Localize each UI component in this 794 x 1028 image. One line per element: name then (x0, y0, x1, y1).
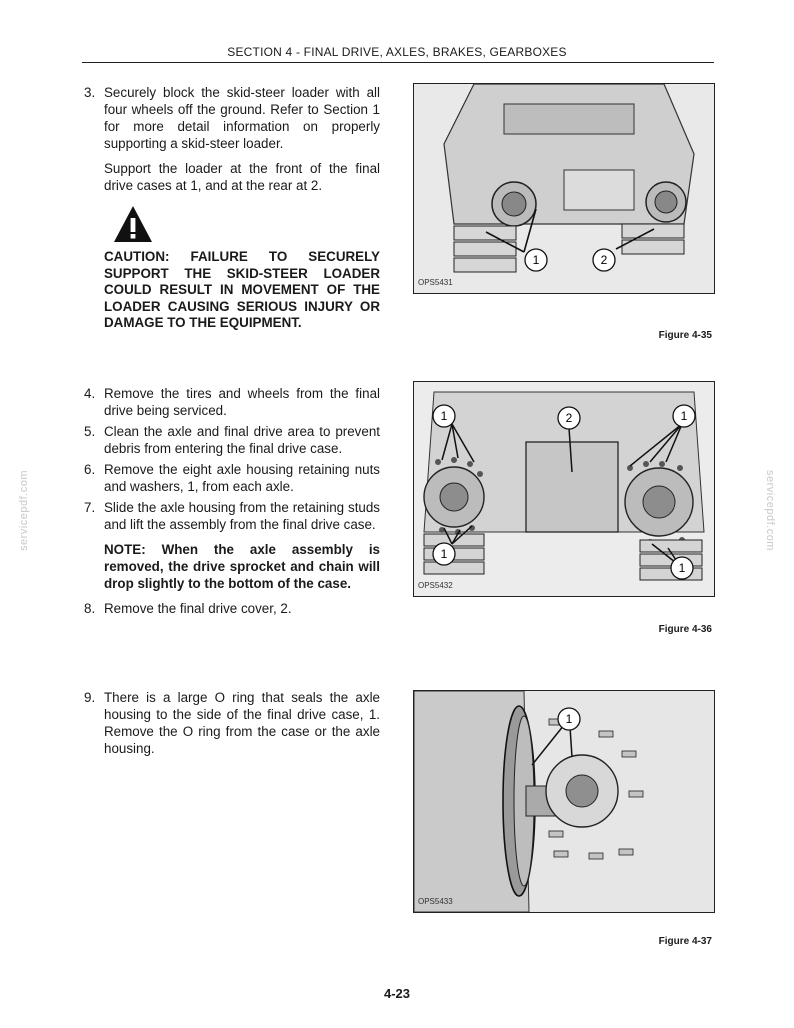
callout-marker: 1 (672, 404, 696, 428)
step-number: 6. (84, 462, 96, 477)
callout-marker: 2 (592, 248, 616, 272)
callout-marker: 1 (670, 556, 694, 580)
svg-text:1: 1 (441, 547, 448, 561)
step-item: 3. Securely block the skid-steer loader … (84, 84, 380, 152)
callout-marker: 2 (557, 406, 581, 430)
step-number: 9. (84, 690, 96, 705)
step-number: 5. (84, 424, 96, 439)
svg-text:1: 1 (441, 409, 448, 423)
figure-code: OPS5433 (418, 897, 453, 906)
step-3-block: 3. Securely block the skid-steer loader … (84, 84, 380, 194)
loader-rear-illustration: 1 2 (414, 84, 714, 293)
figure-caption: Figure 4-35 (658, 330, 712, 341)
step-item: 7. Slide the axle housing from the retai… (84, 499, 380, 533)
figure-4-37-illustration: 1 OPS5433 (413, 690, 715, 913)
note-message: NOTE: When the axle assembly is removed,… (104, 542, 380, 591)
figure-code: OPS5432 (418, 581, 453, 590)
figure-4-35-illustration: 1 2 OPS5431 (413, 83, 715, 294)
step-text: Remove the eight axle housing retaining … (104, 462, 380, 494)
svg-text:1: 1 (679, 561, 686, 575)
callout-marker: 1 (557, 707, 581, 731)
final-drive-cases-illustration: 1 2 1 1 1 (414, 382, 714, 596)
step-number: 3. (84, 85, 96, 100)
callout-marker: 1 (432, 542, 456, 566)
step-text: Clean the axle and final drive area to p… (104, 424, 380, 456)
svg-text:1: 1 (533, 253, 540, 267)
figure-4-36-illustration: 1 2 1 1 1 OPS5432 (413, 381, 715, 597)
steps-4-8-block: 4. Remove the tires and wheels from the … (84, 385, 380, 617)
step-number: 7. (84, 500, 96, 515)
step-text: Remove the final drive cover, 2. (104, 601, 292, 616)
header-divider (82, 62, 714, 63)
step-item: 8. Remove the final drive cover, 2. (84, 600, 380, 617)
figure-caption: Figure 4-37 (658, 936, 712, 947)
svg-text:2: 2 (601, 253, 608, 267)
step-9-block: 9. There is a large O ring that seals th… (84, 689, 380, 757)
callout-marker: 1 (432, 404, 456, 428)
step-text: Slide the axle housing from the retainin… (104, 500, 380, 532)
figure-code: OPS5431 (418, 278, 453, 287)
support-note: Support the loader at the front of the f… (104, 161, 380, 193)
step-item: 4. Remove the tires and wheels from the … (84, 385, 380, 419)
caution-message: CAUTION: FAILURE TO SECURELY SUPPORT THE… (104, 249, 380, 330)
watermark-left: servicepdf.com (18, 470, 30, 551)
page-number: 4-23 (383, 986, 411, 1001)
svg-text:2: 2 (566, 411, 573, 425)
warning-triangle-icon (112, 203, 154, 245)
svg-text:1: 1 (681, 409, 688, 423)
figure-caption: Figure 4-36 (658, 624, 712, 635)
step-number: 8. (84, 601, 96, 616)
step-item: 6. Remove the eight axle housing retaini… (84, 461, 380, 495)
callout-marker: 1 (524, 248, 548, 272)
section-header: SECTION 4 - FINAL DRIVE, AXLES, BRAKES, … (227, 45, 567, 59)
step-text: Securely block the skid-steer loader wit… (104, 85, 380, 151)
step-text: There is a large O ring that seals the a… (104, 690, 380, 756)
step-item: 9. There is a large O ring that seals th… (84, 689, 380, 757)
step-number: 4. (84, 386, 96, 401)
axle-housing-o-ring-illustration: 1 (414, 691, 714, 912)
watermark-right: servicepdf.com (764, 470, 776, 551)
step-text: Remove the tires and wheels from the fin… (104, 386, 380, 418)
step-item: 5. Clean the axle and final drive area t… (84, 423, 380, 457)
svg-text:1: 1 (566, 712, 573, 726)
